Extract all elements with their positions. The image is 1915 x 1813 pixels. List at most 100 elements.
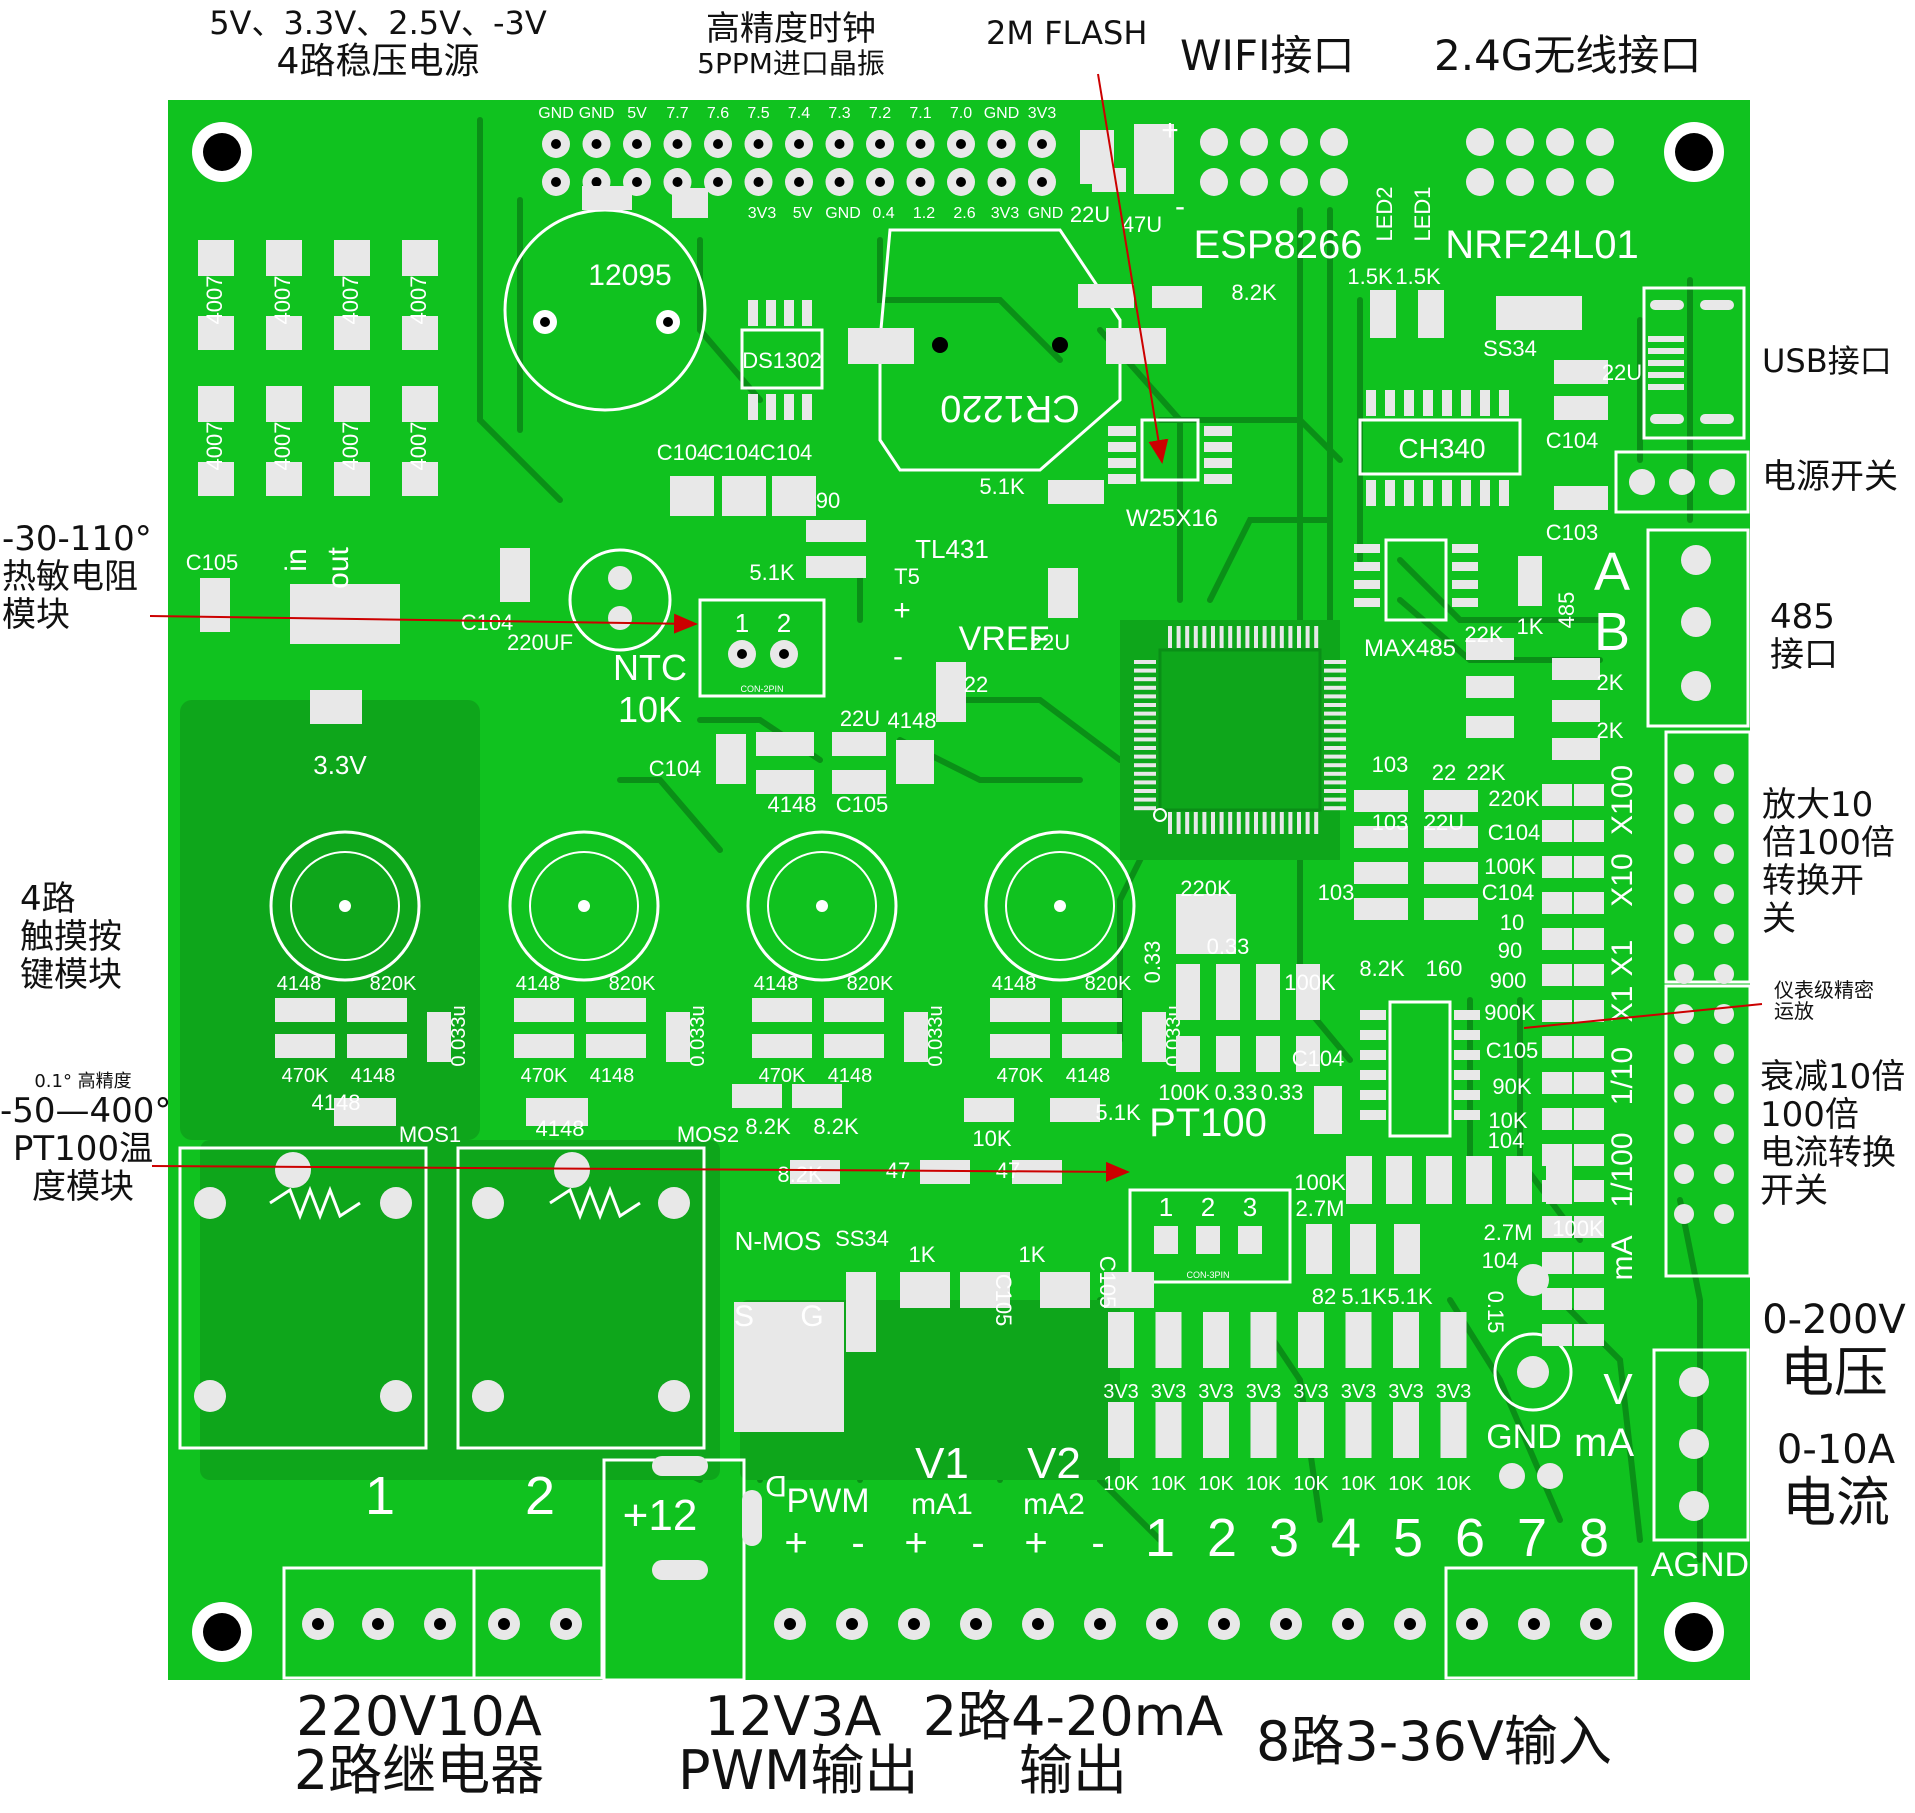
diode-gap <box>402 422 438 462</box>
passive-pad <box>716 734 746 784</box>
silk-label: 8.2K <box>777 1162 823 1187</box>
battery-cr1220: CR1220 <box>848 228 1166 472</box>
ch340-pin <box>1480 390 1490 416</box>
mcu-pin <box>1324 806 1346 811</box>
chip-flash: W25X16 <box>1108 418 1232 532</box>
silk-label: 90 <box>816 488 840 513</box>
mcu-pin <box>1134 771 1156 776</box>
input-res-label: 10K <box>1341 1473 1377 1495</box>
callout-wifi: WIFI接口 <box>1180 32 1354 79</box>
column-pad <box>1574 928 1604 950</box>
opamp-pin <box>1360 1090 1386 1100</box>
passive-pad <box>1152 286 1202 308</box>
callout-ma-out-line2: 输出 <box>1019 1739 1127 1802</box>
polarity-label: + <box>893 594 911 627</box>
terminal-pin-hole <box>560 1618 572 1630</box>
switch-pin <box>1714 1164 1734 1184</box>
meter-v-label: V <box>1603 1365 1633 1414</box>
bottom-res-pad <box>1426 1156 1452 1204</box>
input-res-label: 10K <box>1103 1473 1139 1495</box>
passive-pad <box>1040 1272 1090 1308</box>
header-bottom-label: 2.6 <box>953 205 975 222</box>
regulator-3v3-label: 3.3V <box>313 750 367 780</box>
input-resistor-pad <box>1250 1402 1277 1458</box>
pt100-connector <box>1128 1188 1292 1284</box>
mos-d-label: D <box>765 1469 787 1502</box>
mcu-pin <box>1202 812 1207 834</box>
terminal-pin-hole <box>1342 1618 1354 1630</box>
mcu-pin <box>1176 812 1181 834</box>
header-top-label: 7.2 <box>869 105 891 122</box>
passive-pad <box>1048 568 1078 618</box>
touch-resistor <box>824 1034 884 1058</box>
silk-label: C104 <box>708 440 761 465</box>
touch-label: 4148 <box>277 973 322 995</box>
callout-wifi-line1: WIFI接口 <box>1180 31 1355 80</box>
header-bottom-label: GND <box>1028 205 1064 222</box>
passive-pad <box>1554 360 1608 384</box>
callout-voltage-line2: 电压 <box>1780 1340 1888 1404</box>
callout-arrows <box>149 73 1763 1182</box>
touch-label: 4148 <box>992 973 1037 995</box>
callout-relay-line1: 220V10A <box>296 1685 542 1748</box>
mcu-pin <box>1202 626 1207 648</box>
pt100-pin <box>1196 1226 1220 1254</box>
touch-cap <box>904 1012 928 1062</box>
precision-res-pad <box>1296 1036 1320 1072</box>
column-pad <box>1542 1216 1572 1238</box>
vref-label: VREF <box>959 620 1050 658</box>
passive-pad <box>670 476 714 516</box>
silk-label: 100K <box>1552 1216 1604 1241</box>
column-pad <box>1574 1252 1604 1274</box>
passive-pad <box>1134 124 1174 194</box>
silk-label: C103 <box>1546 520 1599 545</box>
cap-220uf <box>568 548 672 652</box>
meter-gnd-label: GND <box>1486 1418 1562 1456</box>
mcu-pin <box>1324 746 1346 750</box>
touch-label: 470K <box>521 1065 568 1087</box>
precision-res-pad <box>1176 1036 1200 1072</box>
passive-pad <box>334 1098 396 1126</box>
chip-ds1302: DS1302 <box>740 300 824 420</box>
mcu-pin <box>1134 789 1156 793</box>
callout-ntc-line3: 模块 <box>2 595 70 636</box>
passive-pad <box>806 556 866 578</box>
esp-pin <box>1320 128 1348 156</box>
passive-pad <box>1048 480 1104 504</box>
header-top-label: GND <box>538 105 574 122</box>
callout-clock-line2: 5PPM进口晶振 <box>697 47 885 81</box>
touch-resistor <box>824 998 884 1022</box>
touch-label: 470K <box>759 1065 806 1087</box>
header-pin-hole <box>672 177 683 187</box>
passive-pad <box>582 186 632 210</box>
callout-atten-line2: 100倍 <box>1760 1095 1859 1136</box>
input-number-label: 7 <box>1517 1508 1547 1568</box>
passive-pad <box>832 770 886 794</box>
callout-power-line1: 5V、3.3V、2.5V、-3V <box>209 4 547 42</box>
silk-label: 82 <box>1312 1284 1336 1309</box>
opamp-pin <box>1360 1110 1386 1120</box>
pt100-pin <box>1154 1226 1178 1254</box>
nrf-pin <box>1546 128 1574 156</box>
terminal-polarity: + <box>1024 1521 1047 1565</box>
callout-atten-line3: 电流转换 <box>1760 1133 1896 1174</box>
passive-pad <box>734 1302 844 1432</box>
touch-resistor <box>586 998 646 1022</box>
terminal-label: mA1 <box>911 1488 973 1521</box>
column-pad <box>1574 1000 1604 1022</box>
header-pin-hole <box>794 177 804 187</box>
silk-label: 100K <box>1158 1080 1210 1105</box>
passive-pad <box>756 732 814 756</box>
header-pin-hole <box>996 177 1007 187</box>
ch340-pin <box>1461 390 1471 416</box>
silk-label: 160 <box>1426 956 1463 981</box>
touch-label: 820K <box>370 973 417 995</box>
ds1302-label: DS1302 <box>742 348 822 373</box>
mcu-pin <box>1168 812 1172 834</box>
ch340-pin <box>1423 480 1433 506</box>
passive-pad <box>1518 556 1542 606</box>
mcu-pin <box>1297 626 1301 648</box>
passive-pad <box>790 1160 840 1184</box>
terminal-pin-hole <box>312 1618 324 1630</box>
diode-gap <box>402 276 438 316</box>
